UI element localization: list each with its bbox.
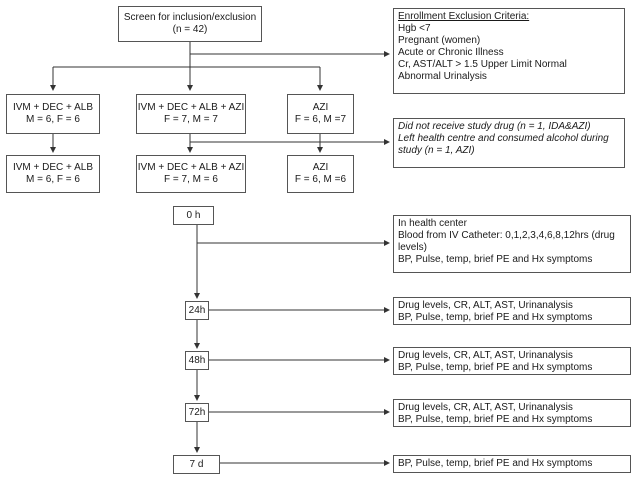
procedure-line: Drug levels, CR, ALT, AST, Urinanalysis: [398, 300, 573, 311]
final-arm-box-ivm-dec-alb-azi: IVM + DEC + ALB + AZI F = 7, M = 6: [136, 155, 246, 193]
arm-counts: M = 6, F = 6: [26, 114, 80, 125]
exclusion-item: Abnormal Urinalysis: [398, 71, 487, 82]
procedure-line: BP, Pulse, temp, brief PE and Hx symptom…: [398, 458, 593, 469]
arm-box-ivm-dec-alb: IVM + DEC + ALB M = 6, F = 6: [6, 94, 100, 134]
timepoint-48h: 48h: [185, 351, 209, 370]
final-arm-counts: F = 7, M = 6: [164, 174, 218, 185]
procedure-line: Drug levels, CR, ALT, AST, Urinanalysis: [398, 350, 573, 361]
screening-box: Screen for inclusion/exclusion (n = 42): [118, 6, 262, 42]
exclusion-item: Acute or Chronic Illness: [398, 47, 504, 58]
procedure-box-72h: Drug levels, CR, ALT, AST, Urinanalysis …: [393, 399, 631, 427]
procedure-box-48h: Drug levels, CR, ALT, AST, Urinanalysis …: [393, 347, 631, 375]
dropouts-box: Did not receive study drug (n = 1, IDA&A…: [393, 118, 625, 168]
procedure-line: Blood from IV Catheter: 0,1,2,3,4,6,8,12…: [398, 230, 615, 253]
procedure-box-0h: In health center Blood from IV Catheter:…: [393, 215, 631, 273]
exclusion-title: Enrollment Exclusion Criteria:: [398, 11, 530, 22]
procedure-box-7d: BP, Pulse, temp, brief PE and Hx symptom…: [393, 455, 631, 473]
final-arm-name: IVM + DEC + ALB: [12, 162, 94, 173]
final-arm-counts: M = 6, F = 6: [26, 174, 80, 185]
arm-name: IVM + DEC + ALB: [12, 102, 94, 113]
final-arm-name: AZI: [312, 162, 329, 173]
procedure-line: BP, Pulse, temp, brief PE and Hx symptom…: [398, 414, 593, 425]
timepoint-72h: 72h: [185, 403, 209, 422]
procedure-line: In health center: [398, 218, 467, 229]
exclusion-criteria-box: Enrollment Exclusion Criteria: Hgb <7 Pr…: [393, 8, 625, 94]
final-arm-box-ivm-dec-alb: IVM + DEC + ALB M = 6, F = 6: [6, 155, 100, 193]
procedure-box-24h: Drug levels, CR, ALT, AST, Urinanalysis …: [393, 297, 631, 325]
screening-title: Screen for inclusion/exclusion: [123, 12, 257, 23]
procedure-line: BP, Pulse, temp, brief PE and Hx symptom…: [398, 362, 593, 373]
final-arm-counts: F = 6, M =6: [294, 174, 347, 185]
arm-name: IVM + DEC + ALB + AZI: [137, 102, 245, 113]
procedure-line: Drug levels, CR, ALT, AST, Urinanalysis: [398, 402, 573, 413]
final-arm-name: IVM + DEC + ALB + AZI: [137, 162, 245, 173]
arm-box-azi: AZI F = 6, M =7: [287, 94, 354, 134]
procedure-line: BP, Pulse, temp, brief PE and Hx symptom…: [398, 312, 593, 323]
timepoint-24h: 24h: [185, 301, 209, 320]
arm-counts: F = 7, M = 7: [164, 114, 218, 125]
arm-name: AZI: [312, 102, 329, 113]
final-arm-box-azi: AZI F = 6, M =6: [287, 155, 354, 193]
dropout-not-received: Did not receive study drug (n = 1, IDA&A…: [398, 121, 591, 132]
dropout-alcohol: Left health centre and consumed alcohol …: [398, 133, 609, 156]
screening-count: (n = 42): [172, 24, 208, 35]
timepoint-7d: 7 d: [173, 455, 220, 474]
timepoint-0h: 0 h: [173, 206, 214, 225]
exclusion-item: Hgb <7: [398, 23, 431, 34]
arm-box-ivm-dec-alb-azi: IVM + DEC + ALB + AZI F = 7, M = 7: [136, 94, 246, 134]
arm-counts: F = 6, M =7: [294, 114, 347, 125]
exclusion-item: Cr, AST/ALT > 1.5 Upper Limit Normal: [398, 59, 567, 70]
procedure-line: BP, Pulse, temp, brief PE and Hx symptom…: [398, 254, 593, 265]
exclusion-item: Pregnant (women): [398, 35, 481, 46]
